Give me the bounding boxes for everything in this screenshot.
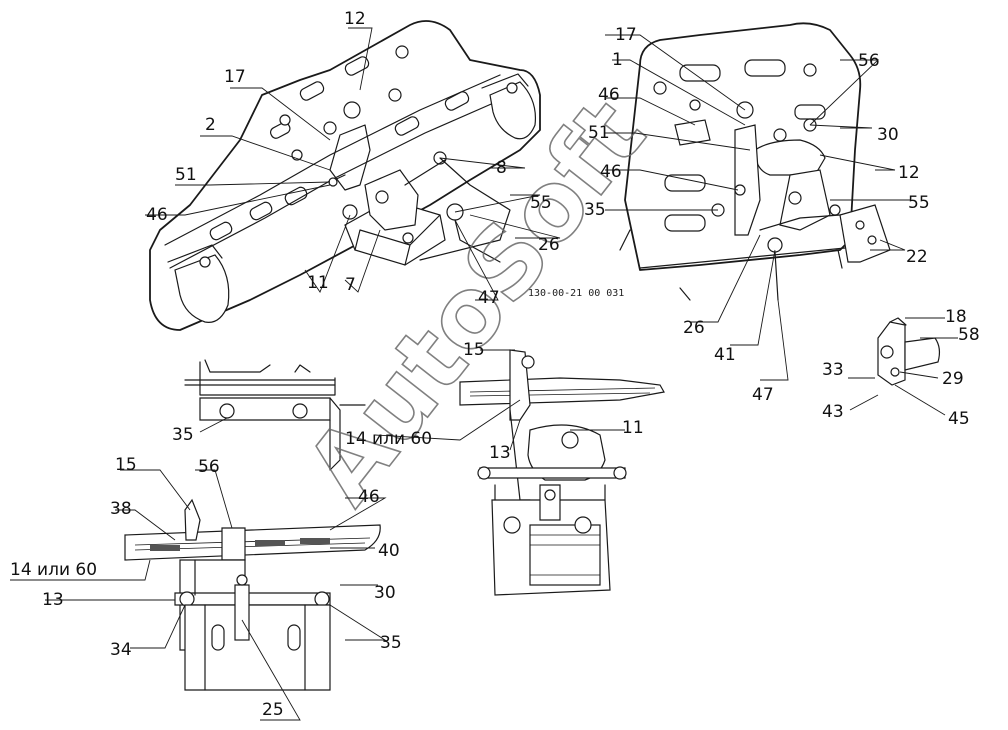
assembly-small-right [877,317,941,386]
leader-lines [10,27,958,721]
callout-11: 11 [622,418,644,438]
callout-2: 2 [205,115,216,135]
callout-15: 15 [115,455,137,475]
callout-41: 41 [714,345,736,365]
callout-55: 55 [530,193,552,213]
callout-13: 13 [489,443,511,463]
callout-55: 55 [908,193,930,213]
callout-51: 51 [588,123,610,143]
callout-46: 46 [598,85,620,105]
callout-35: 35 [172,425,194,445]
callout-11: 11 [307,273,329,293]
callout-34: 34 [110,640,132,660]
callout-51: 51 [175,165,197,185]
callout-45: 45 [948,409,970,429]
callout-35: 35 [584,200,606,220]
callout-47: 47 [478,288,500,308]
callout-30: 30 [374,583,396,603]
callout-30: 30 [877,125,899,145]
callout-38: 38 [110,499,132,519]
callout-25: 25 [262,700,284,720]
callout-46: 46 [146,205,168,225]
callout-12: 12 [344,9,366,29]
drawing-code: 130-00-21 00 031 [528,288,624,299]
callout-7: 7 [345,275,356,295]
callout-14-or-60: 14 или 60 [10,560,97,580]
callout-13: 13 [42,590,64,610]
assembly-top-right [619,22,891,301]
callouts: 12 17 2 51 46 8 55 26 11 7 47 17 56 1 46… [10,9,980,720]
callout-58: 58 [958,325,980,345]
assembly-middle [184,349,665,596]
callout-56: 56 [858,51,880,71]
callout-29: 29 [942,369,964,389]
callout-56: 56 [198,457,220,477]
callout-12: 12 [898,163,920,183]
callout-17: 17 [615,25,637,45]
callout-15: 15 [463,340,485,360]
callout-46: 46 [358,487,380,507]
callout-8: 8 [496,158,507,178]
callout-33: 33 [822,360,844,380]
watermark: AutoSoft [285,79,667,524]
callout-1: 1 [612,50,623,70]
callout-17: 17 [224,67,246,87]
callout-46: 46 [600,162,622,182]
callout-26: 26 [538,235,560,255]
callout-43: 43 [822,402,844,422]
callout-18: 18 [945,307,967,327]
callout-40: 40 [378,541,400,561]
assembly-bottom-left [124,498,381,691]
callout-47: 47 [752,385,774,405]
callout-14-or-60: 14 или 60 [345,429,432,449]
callout-35: 35 [380,633,402,653]
callout-22: 22 [906,247,928,267]
callout-26: 26 [683,318,705,338]
assembly-top-left [149,20,541,331]
